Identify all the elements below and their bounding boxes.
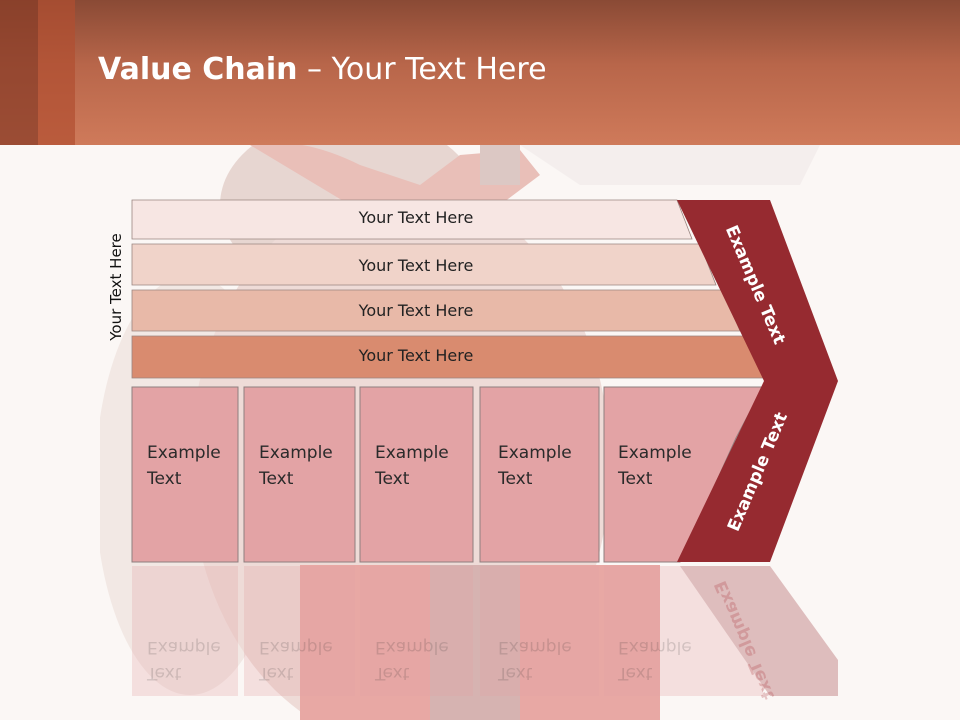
box-reflection <box>360 566 473 696</box>
activity-box-3 <box>359 386 474 563</box>
bar-2 <box>131 243 717 286</box>
margin-arrow <box>677 200 838 562</box>
box-reflection <box>244 566 355 696</box>
activity-box-4 <box>479 386 600 563</box>
bar-label-3: Your Text Here <box>358 301 474 320</box>
bar-label-1: Your Text Here <box>358 208 474 227</box>
header-band: Value Chain – Your Text Here <box>0 0 960 145</box>
bar-label-4: Your Text Here <box>358 346 474 365</box>
arrow-reflection <box>680 566 838 696</box>
activity-box-2 <box>243 386 356 563</box>
activity-box-1 <box>131 386 239 563</box>
reflection-group <box>132 566 838 696</box>
box-reflection <box>132 566 238 696</box>
header-stripe-dark <box>0 0 38 145</box>
box-reflection <box>480 566 599 696</box>
header-stripe-accent <box>38 0 75 145</box>
slide-title: Value Chain – Your Text Here <box>98 52 547 87</box>
bar-label-2: Your Text Here <box>358 256 474 275</box>
box-reflection <box>604 566 763 696</box>
bar-1 <box>131 199 693 240</box>
title-bold: Value Chain <box>98 52 298 87</box>
title-rest: – Your Text Here <box>297 52 547 87</box>
